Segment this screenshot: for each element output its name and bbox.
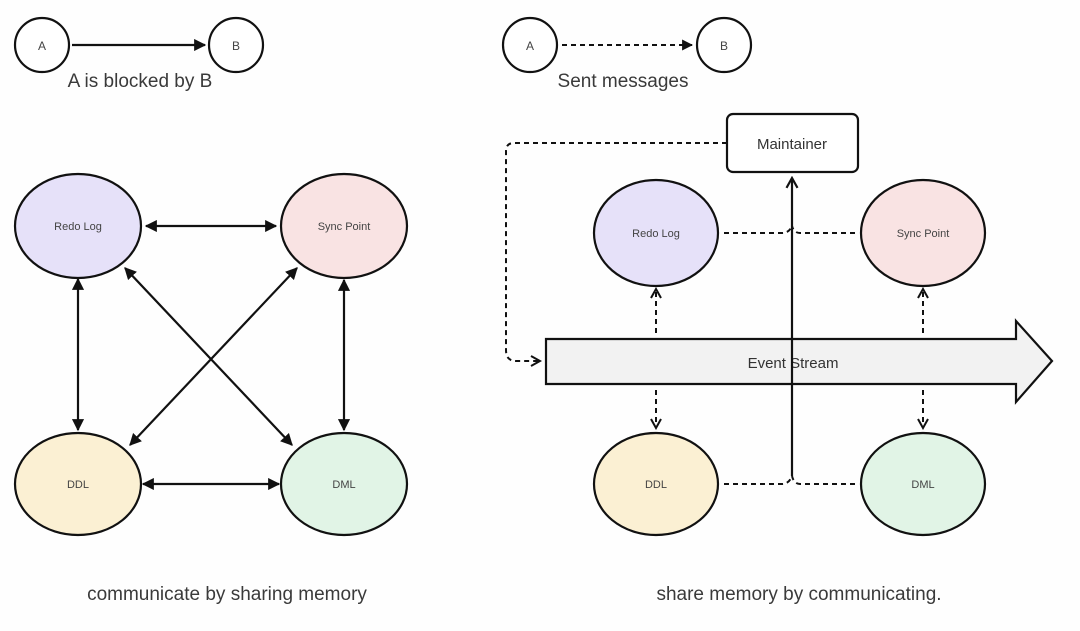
right-diagram-caption: share memory by communicating. [656,584,941,605]
legend-node-b-label: B [720,39,728,53]
legend-node-b [695,16,753,74]
node-sync-point-label: Sync Point [318,221,371,233]
edge-maintainer-to-stream [505,142,727,361]
edge-sync-ddl [129,267,298,446]
legend-node-a-label: A [526,39,534,53]
legend-node-b [207,16,265,74]
left-diagram: Redo Log Sync Point DDL DML communicate … [13,172,409,605]
edge-redo-dml [124,267,293,446]
legend-node-b-label: B [232,39,240,53]
node-redo-log-label: Redo Log [54,221,102,233]
node-dml-label: DML [332,479,355,491]
maintainer-box [725,112,860,174]
node-ddl [13,431,143,537]
legend-blocked: A B A is blocked by B [13,16,265,92]
node-ddl-label: DDL [645,479,667,491]
node-dml [279,431,409,537]
node-sync-point-label: Sync Point [897,228,950,240]
edge-ddl-trunk [724,475,793,485]
legend-messages-caption: Sent messages [558,71,689,92]
right-diagram: Event Stream Maintainer Redo Log Sync Po… [505,112,1054,605]
node-dml [859,431,987,537]
node-sync-point [859,178,987,288]
node-dml-label: DML [911,479,934,491]
legend-node-a [13,16,71,74]
node-sync-point [279,172,409,280]
left-diagram-caption: communicate by sharing memory [87,584,367,605]
node-ddl [592,431,720,537]
legend-messages: A B Sent messages [501,16,753,92]
node-redo-log [13,172,143,280]
legend-blocked-caption: A is blocked by B [68,71,213,92]
edge-redo-trunk [724,225,793,234]
node-redo-log-label: Redo Log [632,228,680,240]
node-redo-log [592,178,720,288]
edge-sync-trunk [791,225,855,234]
legend-node-a [501,16,559,74]
edge-dml-trunk [791,475,855,485]
legend-node-a-label: A [38,39,46,53]
node-ddl-label: DDL [67,479,89,491]
maintainer-label: Maintainer [757,136,827,153]
event-stream-arrow [544,318,1054,405]
